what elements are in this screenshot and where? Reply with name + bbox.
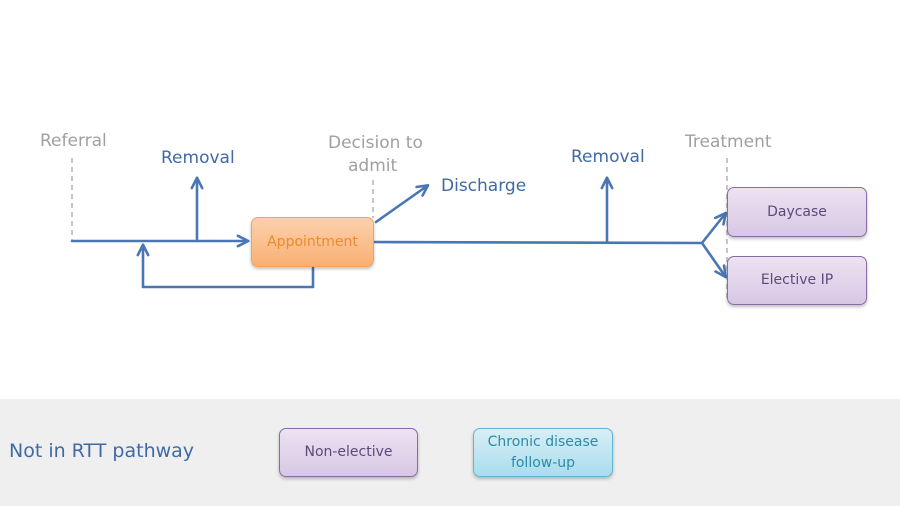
elective-ip-box: Elective IP	[727, 256, 867, 305]
elective-ip-branch-arrow	[700, 241, 728, 279]
non-elective-label: Non-elective	[304, 444, 393, 461]
removal-label-1: Removal	[161, 148, 235, 168]
appointment-label: Appointment	[267, 233, 358, 250]
non-elective-box: Non-elective	[279, 428, 418, 477]
not-in-rtt-band	[0, 399, 900, 506]
removal-label-2: Removal	[571, 147, 645, 167]
daycase-branch-arrow	[700, 211, 728, 245]
re-referral-loop-arrow	[136, 243, 315, 289]
appointment-box: Appointment	[251, 217, 374, 267]
daycase-box: Daycase	[727, 187, 867, 237]
chronic-disease-label-line1: Chronic disease	[487, 434, 599, 451]
decision-to-admit-label-line2: admit	[348, 156, 398, 176]
decision-to-admit-label-line1: Decision to	[328, 133, 423, 153]
chronic-disease-label-line2: follow-up	[510, 454, 576, 471]
referral-label: Referral	[40, 131, 107, 151]
discharge-arrow	[374, 183, 430, 224]
discharge-label: Discharge	[441, 176, 527, 196]
chronic-disease-box: Chronic disease follow-up	[473, 428, 613, 477]
not-in-rtt-title: Not in RTT pathway	[9, 440, 195, 462]
main-pathway-line-end	[372, 240, 704, 245]
treatment-label: Treatment	[685, 132, 772, 152]
elective-ip-label: Elective IP	[760, 272, 834, 289]
daycase-label: Daycase	[767, 203, 827, 220]
